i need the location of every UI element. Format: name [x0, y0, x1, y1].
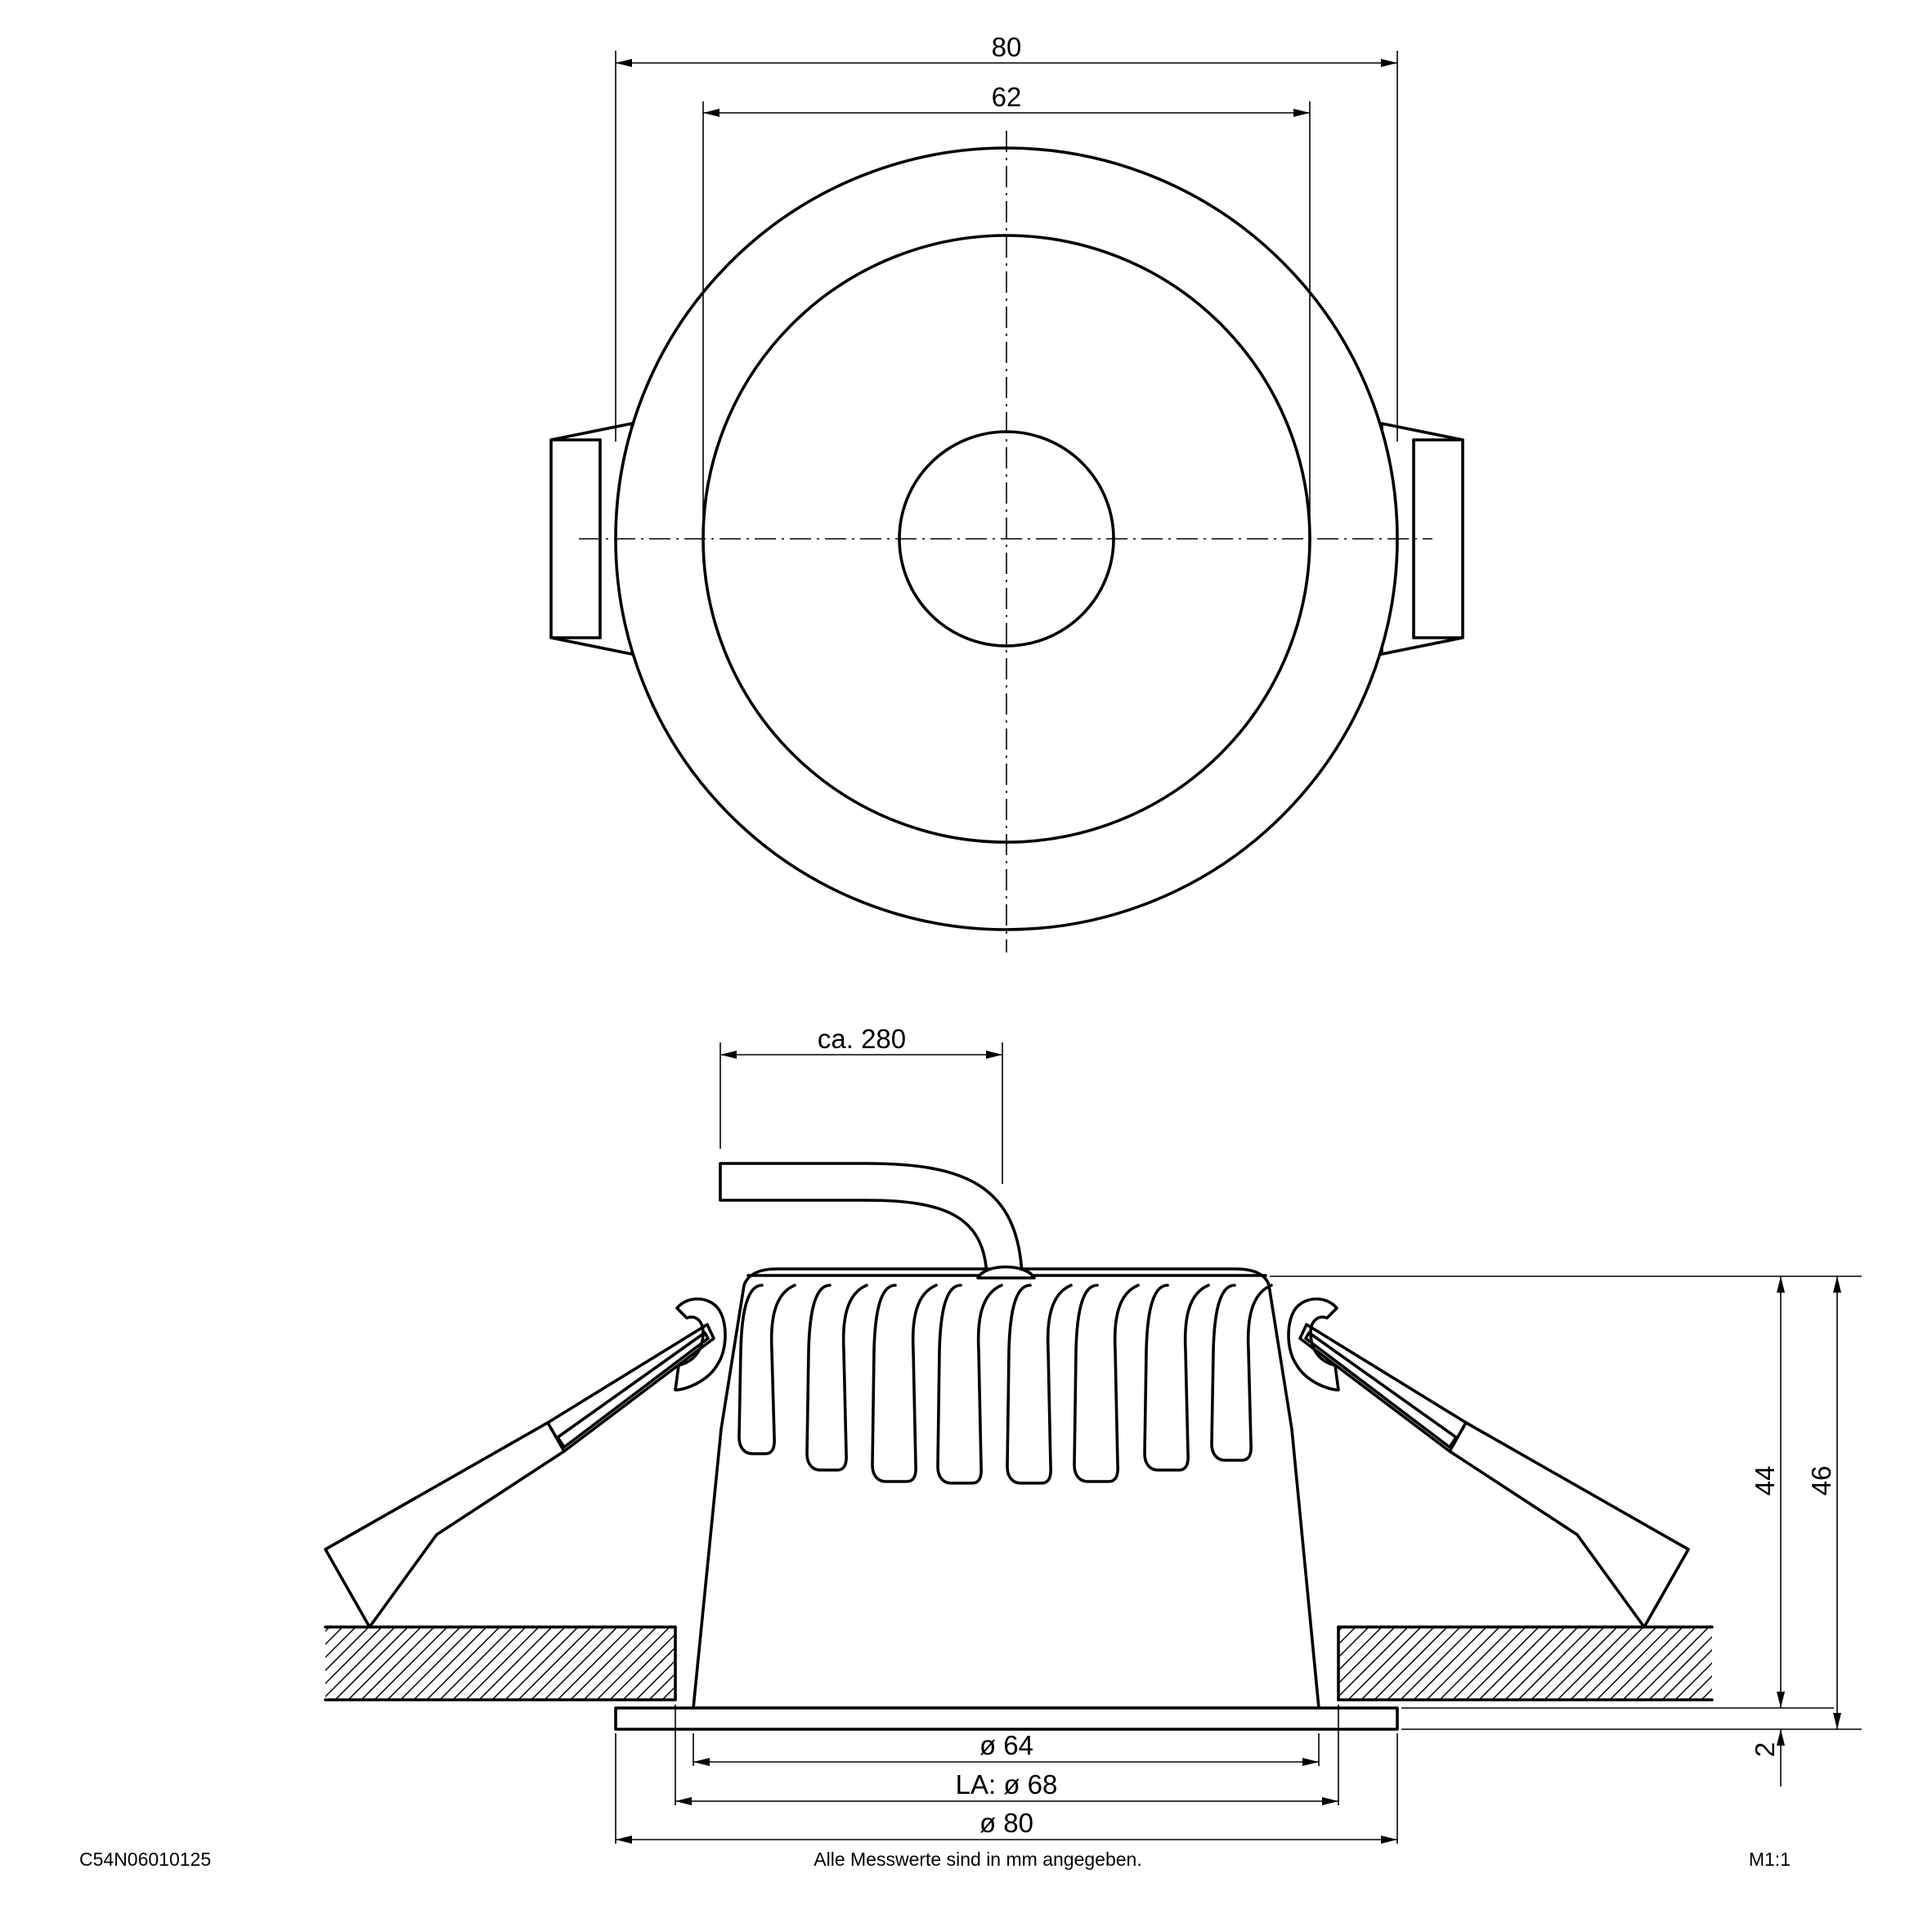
- ceiling-slab-left: [324, 1625, 677, 1701]
- dimension-cable: ca. 280: [719, 1024, 1003, 1184]
- footer: C54N06010125 Alle Messwerte sind in mm a…: [79, 1849, 1791, 1870]
- dimension-44-label: 44: [1750, 1466, 1780, 1496]
- side-view: ca. 280 44 46 2: [324, 1024, 1862, 1844]
- dimension-dia80-label: ø 80: [979, 1808, 1033, 1838]
- dimension-62-label: 62: [992, 82, 1022, 112]
- heatsink-fin: [1006, 1284, 1073, 1485]
- left-spring-arm: [324, 1298, 727, 1629]
- dimension-2-label: 2: [1750, 1742, 1780, 1757]
- housing-body: [692, 1267, 1320, 1710]
- power-cable: [719, 1162, 1026, 1280]
- dimension-80-label: 80: [992, 32, 1022, 62]
- cable-gland: [976, 1265, 1036, 1280]
- measurement-note: Alle Messwerte sind in mm angegeben.: [814, 1849, 1141, 1870]
- heatsink-fin: [871, 1284, 938, 1483]
- dimension-height: 44 46 2: [1270, 1275, 1862, 1786]
- top-view: 80 62: [549, 32, 1464, 953]
- heatsink-fin: [1073, 1284, 1140, 1483]
- dimension-80: 80: [615, 32, 1398, 442]
- dimension-62: 62: [702, 82, 1311, 539]
- heatsink-fin: [1210, 1284, 1273, 1462]
- heatsink-fin: [936, 1284, 1003, 1485]
- heatsink-fins: [737, 1284, 1273, 1485]
- dimension-dia64-label: ø 64: [979, 1730, 1033, 1760]
- right-spring-arm: [1287, 1298, 1690, 1629]
- scale-label: M1:1: [1749, 1849, 1791, 1870]
- ceiling-slab-right: [1337, 1625, 1714, 1701]
- part-number: C54N06010125: [79, 1849, 211, 1870]
- heatsink-fin: [805, 1284, 868, 1472]
- trim-flange: [614, 1706, 1399, 1731]
- right-spring-clip: [1380, 422, 1464, 656]
- dimension-46-label: 46: [1806, 1466, 1836, 1496]
- heatsink-fin: [737, 1284, 796, 1455]
- heatsink-fin: [1143, 1284, 1210, 1472]
- dimension-cable-label: ca. 280: [818, 1024, 906, 1054]
- dimension-diameters: ø 64 LA: ø 68 ø 80: [615, 1705, 1398, 1844]
- dimension-cutout-label: LA: ø 68: [956, 1769, 1058, 1800]
